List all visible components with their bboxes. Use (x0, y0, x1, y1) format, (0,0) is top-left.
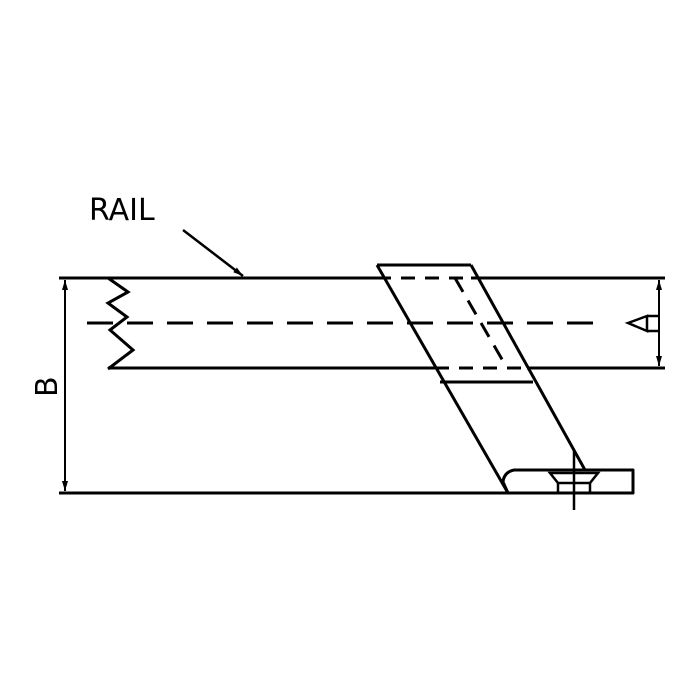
datum-triangle-icon (624, 314, 659, 333)
rail-leader-arrow (182, 229, 244, 277)
dimension-b-label: B (30, 376, 65, 397)
bracket (375, 263, 587, 494)
rail-label: RAIL (89, 193, 155, 228)
break-line (105, 276, 136, 371)
countersunk-screw-icon (547, 450, 601, 510)
foot-plate (501, 468, 635, 495)
